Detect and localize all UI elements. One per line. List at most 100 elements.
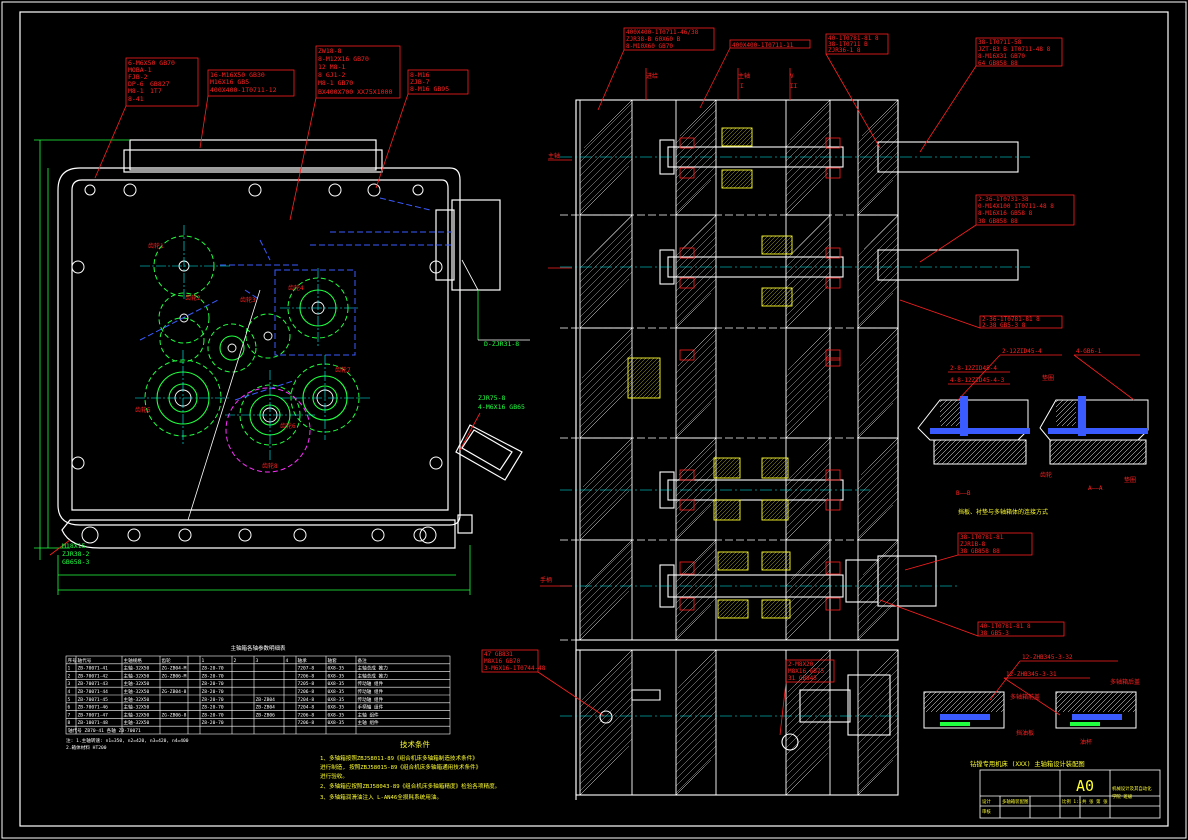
callout-text: 12 M8-1 bbox=[318, 63, 345, 71]
hatch-line bbox=[785, 360, 831, 406]
gear-mark: 齿轮1 bbox=[148, 242, 164, 250]
gear-hatch bbox=[761, 499, 765, 503]
gear-hatch bbox=[713, 457, 733, 477]
gear-hatch bbox=[729, 551, 749, 571]
table-cell: ZB-70071-41 bbox=[78, 666, 109, 672]
gear-hatch bbox=[785, 613, 791, 619]
gear-hatch bbox=[723, 461, 741, 479]
hatch-line bbox=[785, 215, 831, 261]
hatch-line bbox=[675, 137, 717, 179]
hatch-line bbox=[785, 257, 831, 303]
gear-hatch bbox=[721, 127, 729, 135]
hatch-line bbox=[675, 455, 717, 497]
gear-hatch bbox=[649, 387, 661, 399]
hatch-line bbox=[579, 109, 633, 163]
gear-hatch bbox=[773, 601, 791, 619]
callout-text: 64 GB858 88 bbox=[978, 60, 1018, 67]
table-header-cell: 轴套 bbox=[328, 657, 338, 664]
hatch-line bbox=[579, 102, 633, 156]
gear-hatch bbox=[761, 287, 773, 299]
gear-hatch bbox=[761, 599, 773, 611]
wall-block bbox=[785, 437, 831, 541]
hatch-line bbox=[785, 703, 831, 749]
gear-hatch bbox=[779, 469, 789, 479]
hatch-line bbox=[785, 548, 831, 594]
hatch-line bbox=[579, 710, 633, 764]
hatch-line bbox=[785, 555, 831, 601]
label-m18: M18X15 bbox=[62, 542, 86, 550]
gear-section bbox=[721, 169, 753, 189]
gear-hatch bbox=[785, 247, 793, 255]
hatch-line bbox=[579, 116, 633, 170]
hatch-line bbox=[785, 597, 829, 641]
gear-mark: 齿轮4 bbox=[288, 284, 304, 292]
gear-hatch bbox=[719, 499, 741, 521]
gear-section bbox=[627, 357, 661, 399]
hatch-line bbox=[675, 346, 717, 388]
detail-hatch-line bbox=[1055, 691, 1064, 700]
callout-text: MOBA-1 bbox=[128, 66, 152, 74]
gear-hatch bbox=[633, 371, 661, 399]
hatch-line bbox=[579, 661, 633, 715]
gear-hatch bbox=[761, 457, 769, 465]
hatch-line bbox=[857, 264, 899, 306]
detail-mark: 多轴箱前盖 bbox=[1010, 693, 1040, 701]
gear-hatch bbox=[713, 499, 733, 519]
title-block: 钻镗专用机床 (XXX) 主轴箱设计装配图 A0 设计 审核 多轴箱装配图 比例… bbox=[970, 759, 1161, 819]
hatch-line bbox=[785, 654, 831, 700]
hatch-line bbox=[579, 257, 633, 311]
hatch-line bbox=[675, 717, 717, 759]
detail-hatch-line bbox=[1006, 444, 1027, 465]
detail-hatch-line bbox=[1049, 439, 1073, 463]
hatch-line bbox=[785, 388, 831, 434]
gear-hatch bbox=[737, 173, 753, 189]
hatch-line bbox=[857, 590, 899, 632]
gear-hatch bbox=[781, 561, 791, 571]
callout-text: 2-M8X20 bbox=[788, 661, 814, 668]
hatch-line bbox=[823, 437, 831, 445]
gear-hatch bbox=[745, 139, 753, 147]
hatch-line bbox=[675, 668, 717, 710]
hatch-line bbox=[675, 745, 717, 787]
title-cell: 比例 1:1 bbox=[1062, 798, 1082, 805]
hatch-line bbox=[675, 292, 712, 329]
hatch-line bbox=[579, 243, 633, 297]
callout-text: M8-1 bbox=[128, 87, 144, 95]
hatch-line bbox=[579, 381, 633, 435]
hatch-line bbox=[785, 137, 831, 183]
hatch-line bbox=[785, 576, 831, 622]
detail-hatch-line bbox=[1057, 439, 1083, 465]
hatch-line bbox=[675, 367, 717, 409]
gear-hatch bbox=[627, 359, 661, 393]
gear-hatch bbox=[715, 499, 737, 521]
gear-hatch bbox=[735, 473, 741, 479]
hatch-line bbox=[785, 395, 829, 439]
hatch-line bbox=[675, 250, 717, 292]
detail-hatch-line bbox=[939, 399, 943, 403]
detail-hatch-line bbox=[1122, 698, 1137, 713]
table-cell: ZG-ZB06-M bbox=[162, 673, 187, 679]
wall-block bbox=[675, 649, 717, 796]
hatch-line bbox=[785, 752, 829, 796]
hatch-line bbox=[785, 229, 831, 275]
hatch-line bbox=[675, 332, 717, 374]
hatch-line bbox=[579, 144, 633, 198]
gear-hatch bbox=[737, 607, 749, 619]
hatch-line bbox=[623, 649, 633, 659]
hatch-line bbox=[624, 437, 633, 446]
hatch-line bbox=[675, 689, 717, 731]
hatch-line bbox=[712, 649, 717, 654]
detail-mark: 齿轮 bbox=[1040, 471, 1052, 479]
gear-hatch bbox=[761, 235, 765, 239]
gear-hatch bbox=[719, 457, 741, 479]
detail-hatch-line bbox=[1097, 439, 1123, 465]
gear-hatch bbox=[761, 287, 769, 295]
table-cell: Z8-20-70 bbox=[202, 689, 224, 695]
detail-view-bottom: 12-ZHB345-3-32 12-ZHB345-3-31 多轴箱后盖 多轴箱前… bbox=[923, 654, 1140, 746]
table-cell: ZB-70071-42 bbox=[78, 673, 109, 679]
hatch-line bbox=[785, 123, 831, 169]
gear-hatch bbox=[721, 127, 725, 131]
detail-hatch-line bbox=[961, 439, 987, 465]
callout-text: 0-M14X100 1T0711-48 8 bbox=[978, 203, 1054, 210]
hatch-line bbox=[675, 172, 717, 214]
